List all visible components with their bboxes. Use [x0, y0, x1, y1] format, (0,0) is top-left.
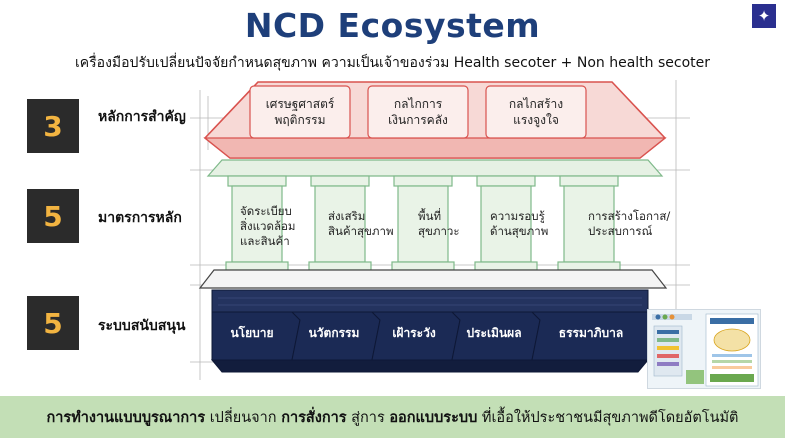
measures-row-label: มาตรการหลัก [98, 210, 182, 226]
principle-behavioral-economics: เศรษฐศาสตร์ พฤติกรรม [250, 96, 350, 128]
measure-label-line: สิ่งแวดล้อม [240, 219, 296, 233]
principle-label-line: พฤติกรรม [274, 113, 326, 127]
measure-label-line: และสินค้า [240, 234, 290, 248]
measure-label-line: ด้านสุขภาพ [490, 224, 549, 238]
footer-text: ที่เอื้อให้ประชาชนมีสุขภาพดีโดยอัตโนมัติ [477, 409, 739, 426]
columns-measures [225, 175, 621, 271]
principle-label-line: เศรษฐศาสตร์ [265, 97, 335, 111]
measure-environment-products: จัดระเบียบ สิ่งแวดล้อม และสินค้า [240, 204, 310, 249]
document-thumbnail-graphic [648, 310, 760, 388]
principle-fiscal-mechanism: กลไกการ เงินการคลัง [368, 96, 468, 128]
page-subtitle: เครื่องมือปรับเปลี่ยนปัจจัยกำหนดสุขภาพ ค… [75, 55, 710, 71]
measure-label-line: ความรอบรู้ [490, 209, 545, 223]
support-evaluation: ประเมินผล [466, 326, 522, 340]
support-blocks [210, 289, 650, 373]
measure-health-literacy: ความรอบรู้ ด้านสุขภาพ [490, 209, 570, 239]
support-policy: นโยบาย [230, 326, 274, 340]
measure-label-line: ประสบการณ์ [588, 224, 653, 238]
supports-row-label: ระบบสนับสนุน [98, 318, 186, 334]
principles-row-label: หลักการสำคัญ [98, 109, 186, 125]
principle-label-line: กลไกสร้าง [508, 97, 564, 111]
footer-command-text: การสั่งการ [281, 409, 347, 426]
support-innovation: นวัตกรรม [308, 326, 360, 340]
column-capital-band [206, 159, 664, 177]
footer-banner: การทำงานแบบบูรณาการ เปลี่ยนจาก การสั่งกา… [0, 396, 785, 438]
measure-label-line: การสร้างโอกาส/ [588, 209, 671, 223]
measures-count-badge: 5 [27, 189, 79, 243]
principle-incentive-mechanism: กลไกสร้าง แรงจูงใจ [486, 96, 586, 128]
supports-count-badge: 5 [27, 296, 79, 350]
principle-label-line: แรงจูงใจ [513, 113, 559, 127]
footer-system-design-text: ออกแบบระบบ [389, 409, 478, 426]
measure-label-line: ส่งเสริม [328, 209, 366, 223]
measure-label-line: สุขภาวะ [418, 224, 460, 238]
measure-healthy-spaces: พื้นที่ สุขภาวะ [418, 209, 478, 239]
document-thumbnail-image [647, 309, 761, 389]
foundation-plinth [198, 269, 668, 289]
support-governance: ธรรมาภิบาล [558, 326, 624, 340]
organization-logo: ✦ [748, 4, 780, 40]
measure-label-line: สินค้าสุขภาพ [328, 224, 394, 238]
footer-integration-text: การทำงานแบบบูรณาการ [46, 409, 206, 426]
measure-label-line: จัดระเบียบ [240, 204, 292, 218]
footer-text: เปลี่ยนจาก [205, 409, 282, 426]
principles-count-badge: 3 [27, 99, 79, 153]
footer-text: สู่การ [346, 409, 390, 426]
principle-label-line: เงินการคลัง [388, 113, 448, 127]
roof-principles [203, 81, 667, 159]
measure-healthy-products: ส่งเสริม สินค้าสุขภาพ [328, 209, 408, 239]
logo-mark-icon: ✦ [752, 4, 776, 28]
principle-label-line: กลไกการ [393, 97, 443, 111]
page-title: NCD Ecosystem [244, 6, 541, 45]
measure-label-line: พื้นที่ [418, 209, 442, 223]
measure-opportunity-experience: การสร้างโอกาส/ ประสบการณ์ [588, 209, 678, 239]
support-surveillance: เฝ้าระวัง [392, 326, 436, 340]
